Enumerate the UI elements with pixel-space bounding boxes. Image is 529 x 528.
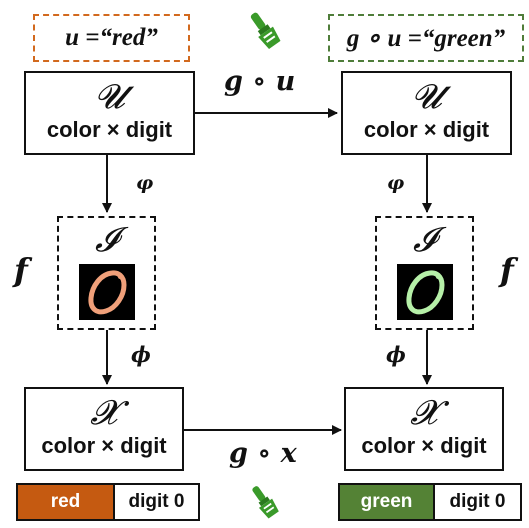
color-swatch-green: green: [340, 485, 433, 519]
digit-label-cell: digit 0: [113, 485, 198, 519]
color-label: red: [50, 491, 81, 512]
u-caption: color × digit: [363, 117, 490, 142]
digit-label: digit 0: [128, 491, 185, 512]
phi-lower-left: ϕ: [131, 342, 151, 367]
node-u-right: 𝓤 color × digit: [341, 71, 512, 155]
edge-label-bottom: g ∘ x: [229, 438, 297, 469]
edge-label-top: g ∘ u: [224, 66, 296, 97]
x-caption: color × digit: [41, 433, 167, 458]
digit-label: digit 0: [449, 491, 506, 512]
x-caption: color × digit: [361, 433, 487, 458]
tag-gu-green: g ∘ u =“green”: [328, 14, 524, 62]
phi-lower-right: ϕ: [386, 342, 406, 367]
u-symbol: 𝓤: [94, 77, 125, 117]
label-bar-green: green digit 0: [338, 483, 522, 521]
f-right: f: [500, 251, 514, 289]
f-left: f: [14, 251, 28, 289]
x-symbol: 𝓧: [90, 393, 118, 433]
digit-zero-green-image: [397, 264, 453, 320]
tag-u-red-text: u =“red”: [65, 24, 158, 51]
i-symbol: 𝓘: [95, 220, 118, 260]
u-symbol: 𝓤: [411, 77, 442, 117]
digit-label-cell: digit 0: [433, 485, 520, 519]
color-swatch-red: red: [18, 485, 113, 519]
u-caption: color × digit: [46, 117, 173, 142]
label-bar-red: red digit 0: [16, 483, 200, 521]
color-label: green: [360, 491, 413, 512]
node-u-left: 𝓤 color × digit: [24, 71, 195, 155]
phi-upper-left: φ: [136, 172, 154, 194]
node-x-right: 𝓧 color × digit: [344, 387, 504, 471]
digit-zero-red-image: [79, 264, 135, 320]
paint-brush-icon: [246, 8, 284, 54]
phi-upper-right: φ: [387, 172, 405, 194]
i-symbol: 𝓘: [413, 220, 436, 260]
tag-gu-green-text: g ∘ u =“green”: [346, 25, 506, 52]
x-symbol: 𝓧: [410, 393, 438, 433]
node-x-left: 𝓧 color × digit: [24, 387, 184, 471]
tag-u-red: u =“red”: [33, 14, 190, 62]
paint-brush-icon: [246, 482, 284, 523]
